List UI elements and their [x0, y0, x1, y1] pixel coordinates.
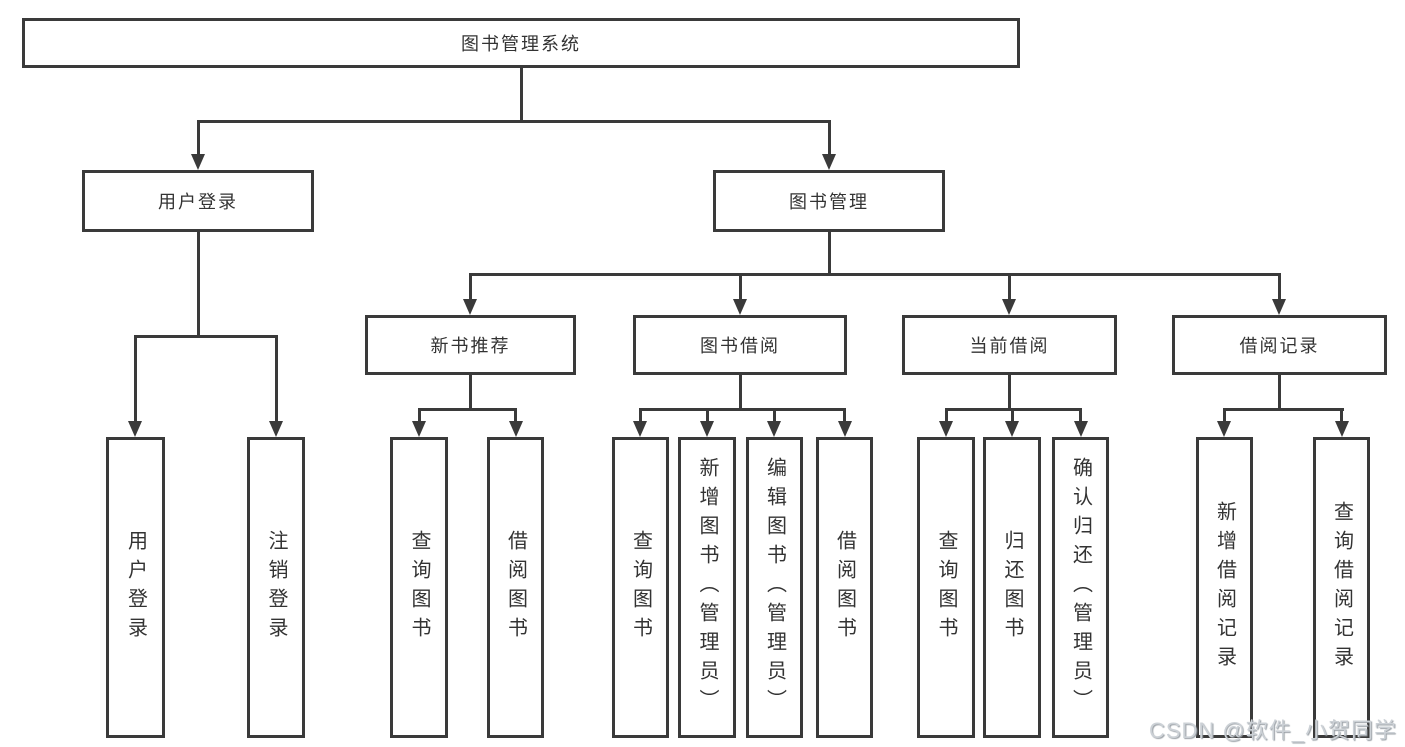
connector-vline	[1079, 408, 1082, 423]
arrowhead-down-icon	[1073, 421, 1088, 437]
node-borrow-records: 借阅记录	[1172, 315, 1387, 375]
leaf-user-login: 用户登录	[106, 437, 165, 738]
node-book-management: 图书管理	[713, 170, 945, 232]
arrowhead-down-icon	[939, 421, 953, 437]
leaf-cb-confirm-return-admin-label: 确认归还（管理员）	[1069, 457, 1092, 718]
node-book-management-label: 图书管理	[789, 192, 869, 212]
connector-vline	[417, 408, 421, 423]
leaf-cb-query-books-label: 查询图书	[935, 529, 957, 646]
leaf-logout-label: 注销登录	[265, 529, 287, 646]
connector-vline	[1277, 375, 1281, 408]
leaf-bb-edit-books-admin: 编辑图书（管理员）	[746, 437, 803, 738]
leaf-br-query-record: 查询借阅记录	[1313, 437, 1370, 738]
leaf-logout: 注销登录	[247, 437, 305, 738]
leaf-br-add-record-label: 新增借阅记录	[1213, 500, 1236, 675]
leaf-bb-add-books-admin: 新增图书（管理员）	[678, 437, 736, 738]
leaf-user-login-label: 用户登录	[124, 529, 147, 646]
connector-vline	[468, 375, 472, 408]
leaf-bb-borrow-books: 借阅图书	[816, 437, 873, 738]
connector-vline	[514, 408, 517, 423]
node-root-label: 图书管理系统	[461, 34, 581, 54]
leaf-rec-query-books: 查询图书	[390, 437, 448, 738]
arrowhead-down-icon	[1002, 299, 1016, 315]
leaf-bb-add-books-admin-label: 新增图书（管理员）	[696, 457, 718, 718]
leaf-bb-borrow-books-label: 借阅图书	[833, 529, 856, 646]
connector-hline	[468, 273, 1281, 276]
connector-vline	[1007, 375, 1011, 408]
arrowhead-down-icon	[1217, 421, 1231, 437]
node-current-borrow-label: 当前借阅	[969, 336, 1050, 356]
leaf-cb-query-books: 查询图书	[917, 437, 975, 738]
leaf-br-add-record: 新增借阅记录	[1196, 437, 1253, 738]
connector-hline	[638, 408, 846, 411]
leaf-bb-query-books-label: 查询图书	[629, 529, 652, 646]
arrowhead-down-icon	[822, 154, 836, 170]
connector-vline	[843, 408, 846, 423]
connector-vline	[705, 408, 709, 423]
leaf-bb-query-books: 查询图书	[612, 437, 669, 738]
leaf-rec-query-books-label: 查询图书	[408, 529, 430, 646]
connector-vline	[1010, 408, 1014, 423]
connector-vline	[638, 408, 642, 423]
connector-vline	[827, 232, 831, 273]
arrowhead-down-icon	[508, 421, 523, 437]
connector-vline	[772, 408, 776, 423]
arrowhead-down-icon	[1005, 421, 1019, 437]
arrowhead-down-icon	[1334, 421, 1349, 437]
connector-hline	[196, 120, 831, 123]
connector-vline	[274, 335, 278, 423]
arrowhead-down-icon	[412, 421, 426, 437]
leaf-rec-borrow-books: 借阅图书	[487, 437, 544, 738]
connector-vline	[468, 273, 472, 301]
connector-vline	[1277, 273, 1281, 301]
connector-vline	[738, 375, 742, 408]
connector-vline	[196, 120, 200, 156]
connector-vline	[1222, 408, 1226, 423]
leaf-br-query-record-label: 查询借阅记录	[1330, 500, 1353, 675]
connector-vline	[519, 68, 523, 120]
node-root: 图书管理系统	[22, 18, 1020, 68]
csdn-watermark: CSDN @软件_小贺同学	[1148, 718, 1397, 743]
connector-vline	[133, 335, 137, 423]
arrowhead-down-icon	[837, 421, 852, 437]
connector-vline	[738, 273, 742, 301]
node-new-book-recommend: 新书推荐	[365, 315, 576, 375]
connector-vline	[1007, 273, 1011, 301]
leaf-rec-borrow-books-label: 借阅图书	[504, 529, 527, 646]
arrowhead-down-icon	[269, 421, 283, 437]
node-user-login-label: 用户登录	[158, 192, 238, 212]
leaf-bb-edit-books-admin-label: 编辑图书（管理员）	[763, 457, 786, 718]
connector-hline	[133, 335, 278, 338]
connector-vline	[944, 408, 948, 423]
connector-hline	[417, 408, 517, 411]
connector-vline	[1340, 408, 1343, 423]
connector-hline	[1222, 408, 1344, 411]
arrowhead-down-icon	[700, 421, 714, 437]
node-current-borrow: 当前借阅	[902, 315, 1117, 375]
node-borrow-records-label: 借阅记录	[1239, 336, 1320, 356]
connector-vline	[196, 232, 200, 335]
leaf-cb-return-books: 归还图书	[983, 437, 1041, 738]
connector-vline	[827, 120, 831, 156]
arrowhead-down-icon	[191, 154, 205, 170]
leaf-cb-confirm-return-admin: 确认归还（管理员）	[1052, 437, 1109, 738]
arrowhead-down-icon	[633, 421, 647, 437]
arrowhead-down-icon	[463, 299, 477, 315]
arrowhead-down-icon	[1272, 299, 1286, 315]
arrowhead-down-icon	[733, 299, 747, 315]
node-new-book-recommend-label: 新书推荐	[430, 336, 511, 356]
node-book-borrow: 图书借阅	[633, 315, 847, 375]
node-user-login: 用户登录	[82, 170, 314, 232]
arrowhead-down-icon	[767, 421, 781, 437]
leaf-cb-return-books-label: 归还图书	[1001, 529, 1023, 646]
arrowhead-down-icon	[128, 421, 142, 437]
node-book-borrow-label: 图书借阅	[700, 336, 780, 356]
